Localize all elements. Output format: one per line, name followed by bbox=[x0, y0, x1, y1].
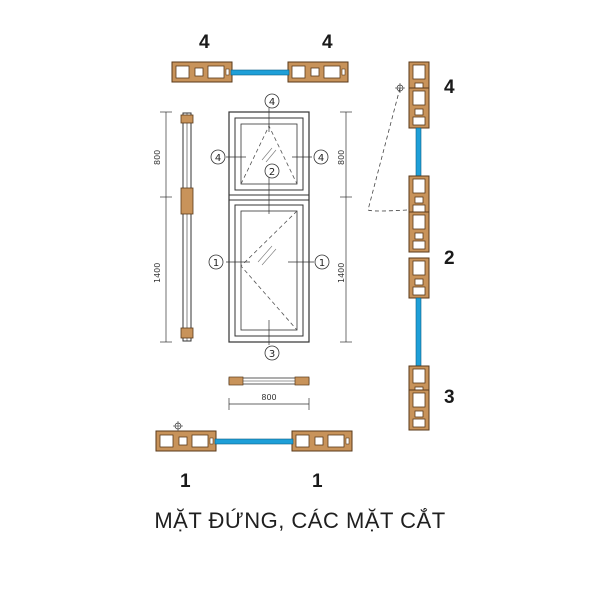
section-lines bbox=[226, 108, 314, 345]
dimension-label: 1400 bbox=[337, 263, 346, 283]
plan-view bbox=[228, 376, 310, 386]
window-elevation bbox=[228, 111, 310, 343]
section-label: 4 bbox=[322, 32, 333, 53]
svg-text:1: 1 bbox=[213, 258, 219, 269]
dimension-label: 800 bbox=[261, 393, 276, 402]
svg-text:4: 4 bbox=[269, 97, 275, 108]
section-label: 1 bbox=[312, 471, 323, 492]
section-label: 4 bbox=[199, 32, 210, 53]
svg-text:3: 3 bbox=[269, 349, 275, 360]
section-label: 4 bbox=[444, 77, 455, 98]
dimension-label: 800 bbox=[337, 150, 346, 165]
section-label: 1 bbox=[180, 471, 191, 492]
dimension-left bbox=[160, 111, 172, 343]
section-label: 2 bbox=[444, 248, 455, 269]
svg-text:4: 4 bbox=[215, 153, 221, 164]
callout-upper-right: 4 bbox=[313, 149, 329, 165]
glass-pane bbox=[230, 69, 290, 76]
section-4-top: 4 4 bbox=[171, 32, 349, 83]
section-1-bottom: 1 1 bbox=[155, 421, 353, 492]
callout-bottom: 3 bbox=[264, 345, 280, 361]
glass-pane bbox=[214, 438, 294, 445]
side-profile-view bbox=[180, 112, 194, 342]
callout-upper-left: 4 bbox=[210, 149, 226, 165]
callout-center: 2 bbox=[264, 163, 280, 179]
glass-pane bbox=[415, 297, 422, 367]
section-label: 3 bbox=[444, 387, 455, 408]
svg-text:1: 1 bbox=[319, 258, 325, 269]
dimension-label: 800 bbox=[153, 150, 162, 165]
callout-lower-right: 1 bbox=[314, 254, 330, 270]
drawing-title: MẶT ĐỨNG, CÁC MẶT CẮT bbox=[154, 508, 446, 533]
glass-pane bbox=[415, 127, 422, 177]
svg-text:2: 2 bbox=[269, 167, 275, 178]
svg-text:4: 4 bbox=[318, 153, 324, 164]
section-right-vertical: 4 2 3 bbox=[367, 61, 455, 431]
callout-top: 4 bbox=[264, 93, 280, 109]
callout-lower-left: 1 bbox=[208, 254, 224, 270]
dimension-label: 1400 bbox=[153, 263, 162, 283]
dimension-bottom bbox=[228, 398, 310, 410]
dimension-right bbox=[340, 111, 352, 343]
